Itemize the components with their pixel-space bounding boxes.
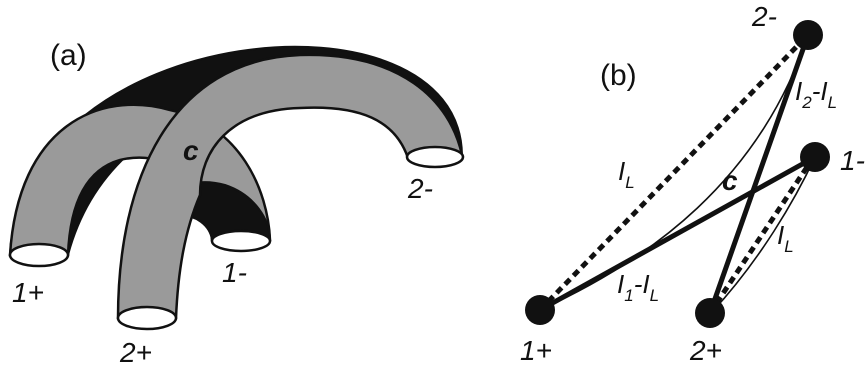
node-1minus [800, 142, 830, 172]
thin-curve-lower [711, 156, 816, 313]
opening-1plus [8, 242, 70, 268]
opening-2plus [116, 305, 178, 331]
terminal-1plus: 1+ [12, 277, 44, 308]
thick-line-1plus-1minus [538, 154, 817, 313]
leak-line-1plus-2minus [538, 33, 810, 312]
panel-b-label: (b) [600, 59, 637, 92]
node-2minus [793, 20, 823, 50]
current-label-leak-upper: IL [618, 156, 635, 192]
current-label-branch2: I2-IL [795, 76, 837, 112]
terminal-2minus: 2- [407, 173, 433, 204]
node-label-1minus: 1- [840, 145, 865, 176]
terminal-1minus: 1- [222, 257, 247, 288]
terminal-2plus: 2+ [119, 337, 152, 365]
panel-b-crossing-label: c [722, 165, 738, 196]
node-label-1plus: 1+ [520, 335, 552, 365]
current-label-leak-right: IL [777, 220, 794, 256]
node-1plus [525, 295, 555, 325]
panel-b: (b) 2- 1- 1+ 2+ c IL IL I1-IL I [520, 1, 865, 365]
opening-1minus [210, 229, 272, 253]
panel-a: (a) c 1+ 1- 2+ 2- [8, 39, 465, 365]
node-label-2minus: 2- [751, 1, 777, 32]
node-label-2plus: 2+ [689, 335, 722, 365]
panel-a-crossing-label: c [183, 135, 199, 166]
current-label-branch1: I1-IL [617, 269, 659, 305]
leak-line-2plus-1minus [707, 153, 818, 315]
node-2plus [695, 298, 725, 328]
opening-2minus [405, 145, 465, 169]
tube-2plus-2minus [116, 53, 464, 320]
thick-line-2plus-2minus [707, 34, 811, 314]
panel-a-label: (a) [50, 39, 87, 72]
